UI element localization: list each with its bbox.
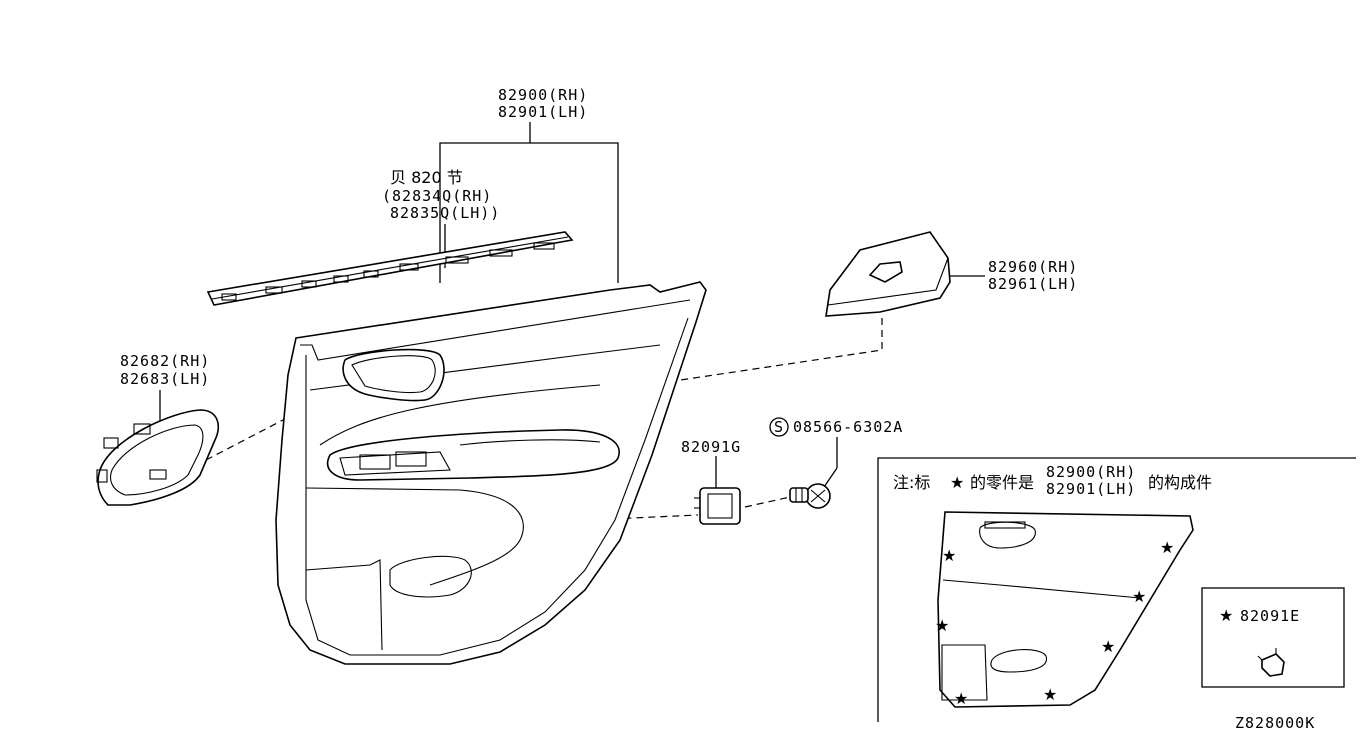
label-finisher: 贝 820 节 (82834Q(RH) 82835Q(LH)) — [382, 168, 500, 222]
svg-text:82900(RH): 82900(RH) — [498, 86, 588, 104]
door-trim-panel — [275, 281, 707, 665]
callout-82091e: ★ 82091E — [1201, 587, 1345, 688]
clip-82091e-icon — [1257, 648, 1285, 677]
svg-text:82835Q(LH)): 82835Q(LH)) — [390, 204, 500, 222]
small-door-trim: ★ ★ ★ ★ ★ ★ ★ — [935, 511, 1194, 708]
star-icon: ★ — [935, 616, 949, 635]
star-icon: ★ — [942, 546, 956, 565]
note-star-icon: ★ — [950, 473, 964, 492]
svg-text:82091E: 82091E — [1240, 607, 1300, 625]
note-suffix: 的构成件 — [1148, 473, 1212, 492]
svg-text:82961(LH): 82961(LH) — [988, 275, 1078, 293]
diagram-id: Z828000K — [1235, 714, 1315, 732]
label-clip: 82091G — [681, 438, 741, 456]
star-icon: ★ — [1101, 637, 1115, 656]
label-handle-escutcheon: 82682(RH) 82683(LH) — [120, 352, 210, 388]
svg-text:(82834Q(RH): (82834Q(RH) — [382, 187, 492, 205]
note-middle: 的零件是 — [970, 473, 1034, 492]
svg-text:82683(LH): 82683(LH) — [120, 370, 210, 388]
svg-text:82901(LH): 82901(LH) — [498, 103, 588, 121]
note-prefix: 注:标 — [893, 473, 930, 492]
label-door-trim: 82900(RH) 82901(LH) — [498, 86, 588, 121]
star-icon: ★ — [1160, 538, 1174, 557]
label-screw-symbol: S — [774, 418, 784, 436]
leader-lines — [159, 122, 985, 491]
switch-finisher — [825, 231, 951, 317]
star-icon: ★ — [1132, 587, 1146, 606]
svg-text:82960(RH): 82960(RH) — [988, 258, 1078, 276]
svg-text:82682(RH): 82682(RH) — [120, 352, 210, 370]
label-screw: 08566-6302A — [793, 418, 903, 436]
star-icon: ★ — [954, 689, 968, 708]
note-box: 注:标 ★ 的零件是 82900(RH) 82901(LH) 的构成件 ★ ★ … — [877, 457, 1356, 722]
screw — [789, 483, 831, 509]
finisher-clips — [221, 242, 555, 301]
callout-star-icon: ★ — [1219, 606, 1233, 625]
clip-82091g — [694, 487, 741, 525]
note-part-1: 82900(RH) — [1046, 463, 1136, 481]
svg-text:贝 820 节: 贝 820 节 — [390, 168, 463, 187]
screw-symbol — [769, 417, 789, 437]
star-icon: ★ — [1043, 685, 1057, 704]
label-switch-finisher: 82960(RH) 82961(LH) — [988, 258, 1078, 293]
door-finisher-strip — [206, 231, 574, 306]
handle-escutcheon — [96, 409, 219, 506]
note-part-2: 82901(LH) — [1046, 480, 1136, 498]
